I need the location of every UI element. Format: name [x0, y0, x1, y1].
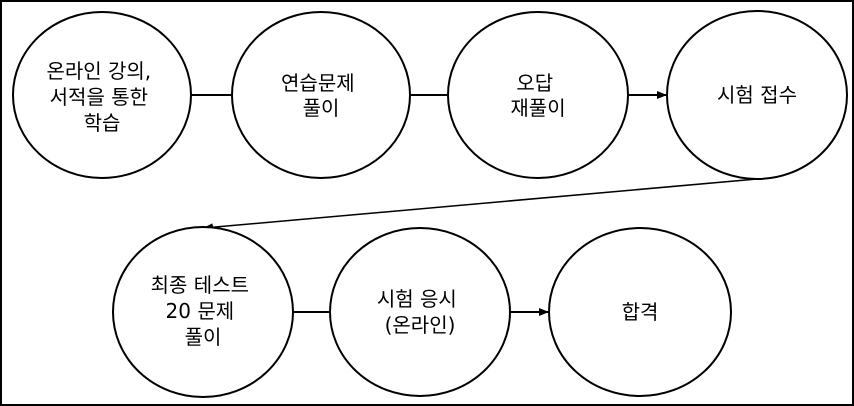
node-step-4: 시험 접수	[666, 10, 848, 180]
svg-text:오답 재풀이: 오답 재풀이	[510, 71, 565, 120]
node-step-4-line-1: 시험 접수	[717, 83, 797, 107]
svg-text:최종 테스트 20 문제 풀: 최종 테스트 20 문제 풀이	[151, 273, 256, 349]
node-step-2-line-1: 연습문제	[281, 71, 355, 95]
node-step-1-line-3: 학습	[84, 111, 121, 135]
svg-text:온라인 강의, 서적을 통한: 온라인 강의, 서적을 통한 학습	[46, 59, 157, 135]
node-step-5-line-1: 최종 테스트	[151, 273, 249, 297]
node-step-6-line-2: (온라인)	[385, 313, 456, 337]
node-step-5-line-2: 20 문제	[166, 299, 235, 323]
svg-text:합격: 합격	[622, 300, 659, 324]
node-step-1-line-1: 온라인 강의,	[46, 59, 151, 83]
node-step-1: 온라인 강의, 서적을 통한 학습	[12, 11, 192, 179]
node-step-6: 시험 응시 (온라인)	[329, 227, 511, 397]
node-step-5-line-3: 풀이	[185, 325, 222, 349]
node-step-6-line-1: 시험 응시	[377, 287, 457, 311]
node-step-7: 합격	[548, 227, 732, 397]
node-step-3: 오답 재풀이	[447, 11, 629, 179]
node-step-3-line-1: 오답	[516, 71, 553, 95]
node-step-7-line-1: 합격	[622, 300, 659, 324]
node-step-2-line-2: 풀이	[303, 96, 340, 120]
node-step-1-line-2: 서적을 통한	[50, 85, 148, 109]
svg-text:연습문제 풀이: 연습문제 풀이	[281, 71, 361, 120]
arrow-4-5	[203, 178, 758, 232]
node-step-2: 연습문제 풀이	[231, 11, 411, 179]
node-step-5: 최종 테스트 20 문제 풀이	[112, 226, 294, 398]
svg-text:시험 접수: 시험 접수	[717, 83, 797, 107]
node-step-3-line-2: 재풀이	[510, 96, 565, 120]
svg-text:시험 응시 (온라인): 시험 응시 (온라인)	[377, 287, 463, 337]
